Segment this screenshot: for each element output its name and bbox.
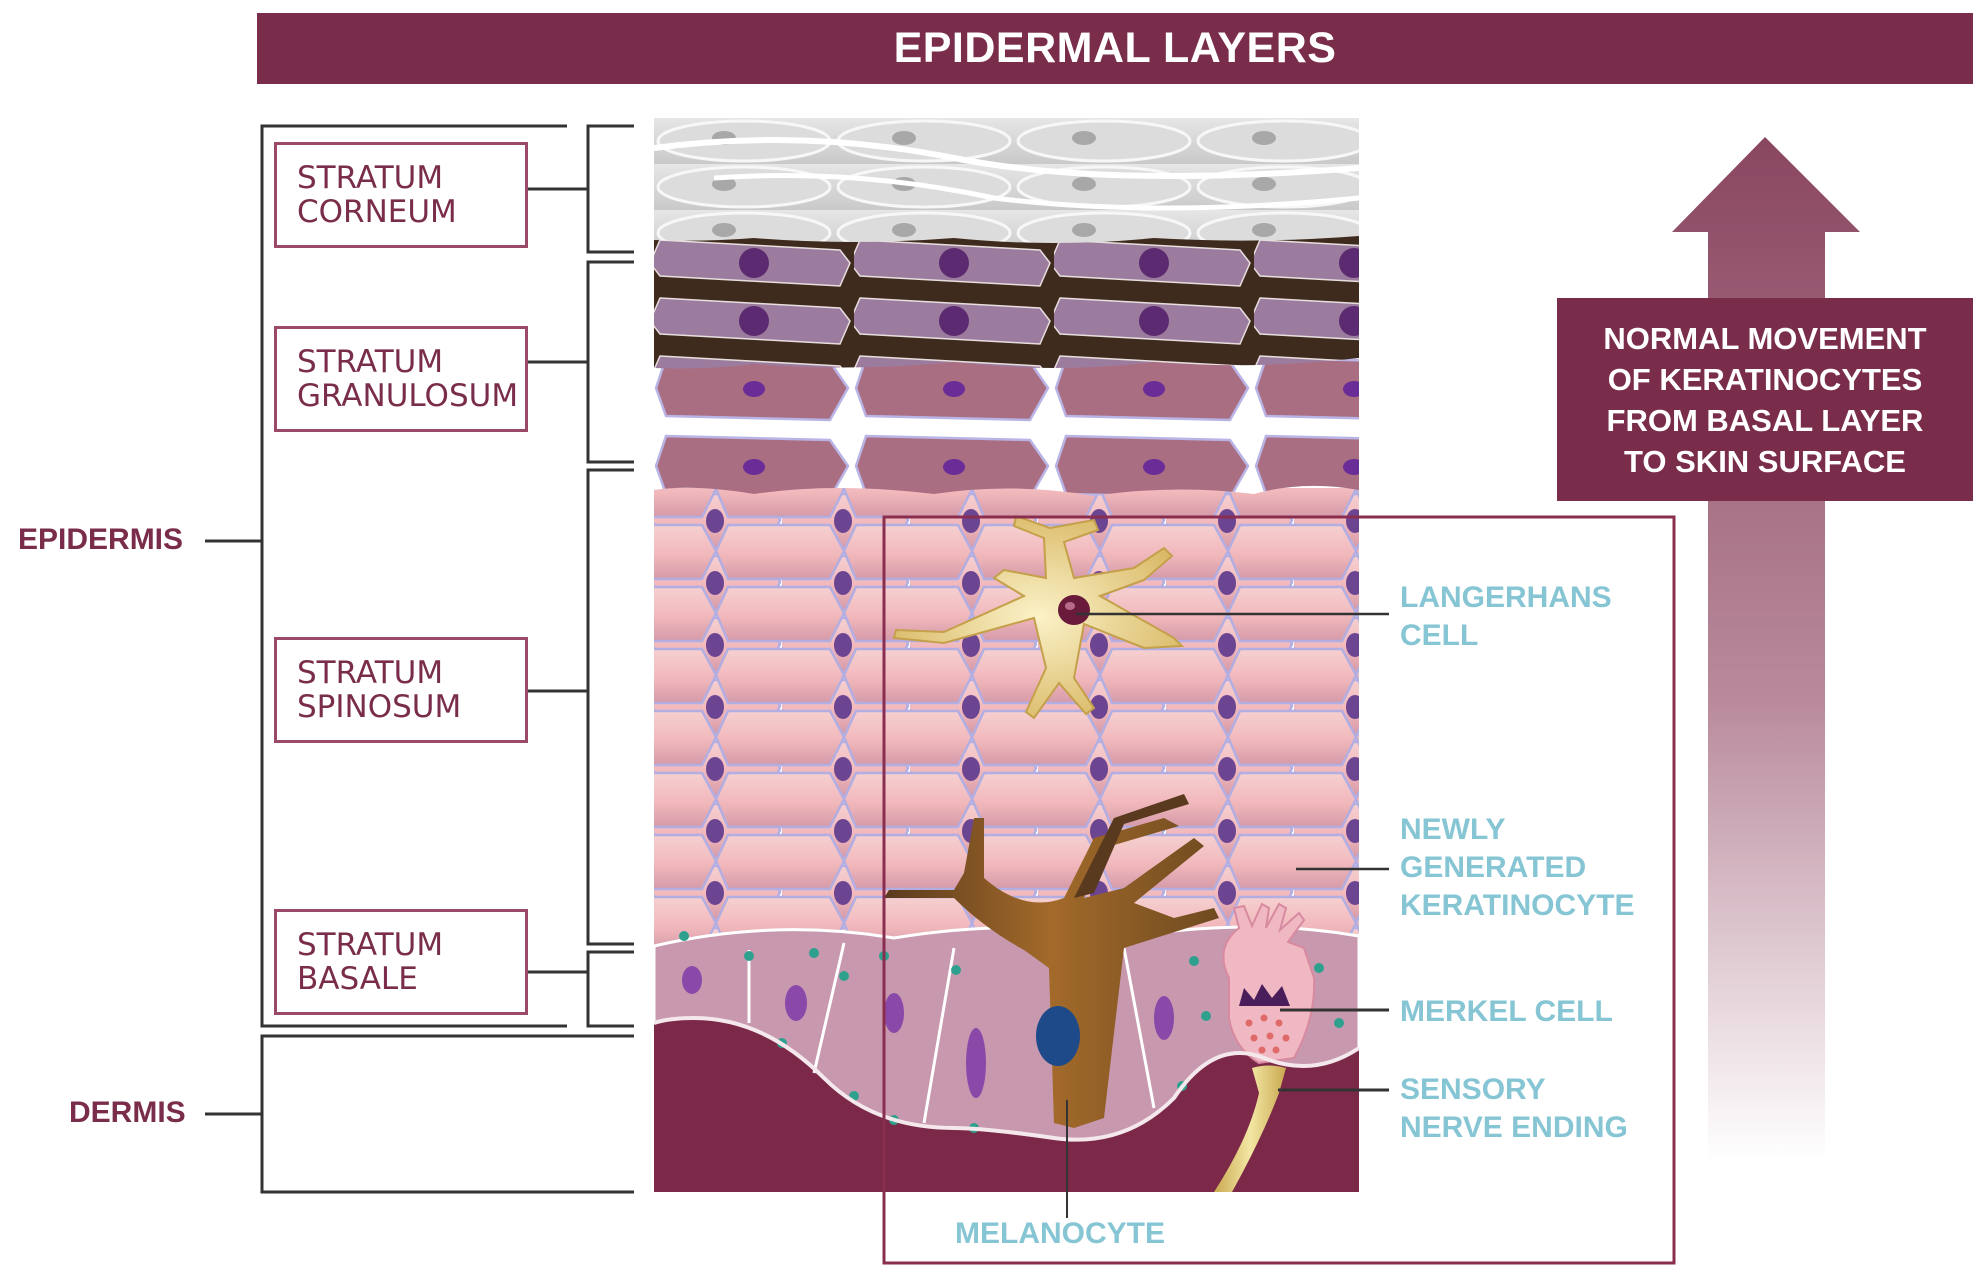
- sensory-nerve-label: SENSORY NERVE ENDING: [1400, 1071, 1628, 1147]
- melanocyte-label: MELANOCYTE: [955, 1215, 1165, 1253]
- epidermis-label: EPIDERMIS: [18, 523, 184, 556]
- layer-name-line1: STRATUM: [297, 160, 444, 196]
- dermis-label: DERMIS: [69, 1096, 186, 1129]
- dermis-bracket: [260, 1034, 634, 1194]
- label-line: LANGERHANS: [1400, 581, 1612, 614]
- movement-description-box: NORMAL MOVEMENT OF KERATINOCYTES FROM BA…: [1557, 298, 1973, 501]
- keratinocyte-label: NEWLY GENERATED KERATINOCYTE: [1400, 811, 1634, 925]
- skin-cross-section-illustration: [654, 118, 1359, 1192]
- layer-name-line1: STRATUM: [297, 927, 444, 963]
- diagram-title: EPIDERMAL LAYERS: [893, 24, 1337, 72]
- layer-name-line2: SPINOSUM: [297, 689, 462, 725]
- granulosum-bracket: [586, 260, 634, 464]
- langerhans-cell-label: LANGERHANS CELL: [1400, 579, 1612, 655]
- corneum-bracket: [586, 124, 634, 254]
- layer-name-line2: CORNEUM: [297, 194, 457, 230]
- label-line: NEWLY: [1400, 813, 1506, 846]
- stratum-corneum-layer: [654, 118, 1359, 243]
- spinosum-bracket: [586, 468, 634, 946]
- movement-description-text: NORMAL MOVEMENT OF KERATINOCYTES FROM BA…: [1603, 320, 1927, 479]
- layer-name-line2: GRANULOSUM: [297, 378, 519, 414]
- label-line: MERKEL CELL: [1400, 995, 1613, 1028]
- layer-name-line1: STRATUM: [297, 344, 444, 380]
- merkel-cell-label: MERKEL CELL: [1400, 993, 1613, 1031]
- stratum-spinosum-layer: [654, 488, 1359, 958]
- layer-name-line2: BASALE: [297, 961, 418, 997]
- basale-bracket: [586, 950, 634, 1028]
- label-line: KERATINOCYTE: [1400, 889, 1635, 922]
- label-line: NERVE ENDING: [1400, 1111, 1628, 1144]
- layer-name-line1: STRATUM: [297, 655, 444, 691]
- label-line: CELL: [1400, 619, 1479, 652]
- title-banner: EPIDERMAL LAYERS: [257, 13, 1973, 84]
- label-line: GENERATED: [1400, 851, 1587, 884]
- movement-arrow-icon: [1672, 137, 1860, 1160]
- upper-spinosum-layer: [654, 356, 1359, 496]
- label-line: SENSORY: [1400, 1073, 1546, 1106]
- label-line: MELANOCYTE: [955, 1217, 1165, 1250]
- epidermis-bracket: [260, 124, 567, 1028]
- stratum-granulosum-layer: [654, 236, 1359, 369]
